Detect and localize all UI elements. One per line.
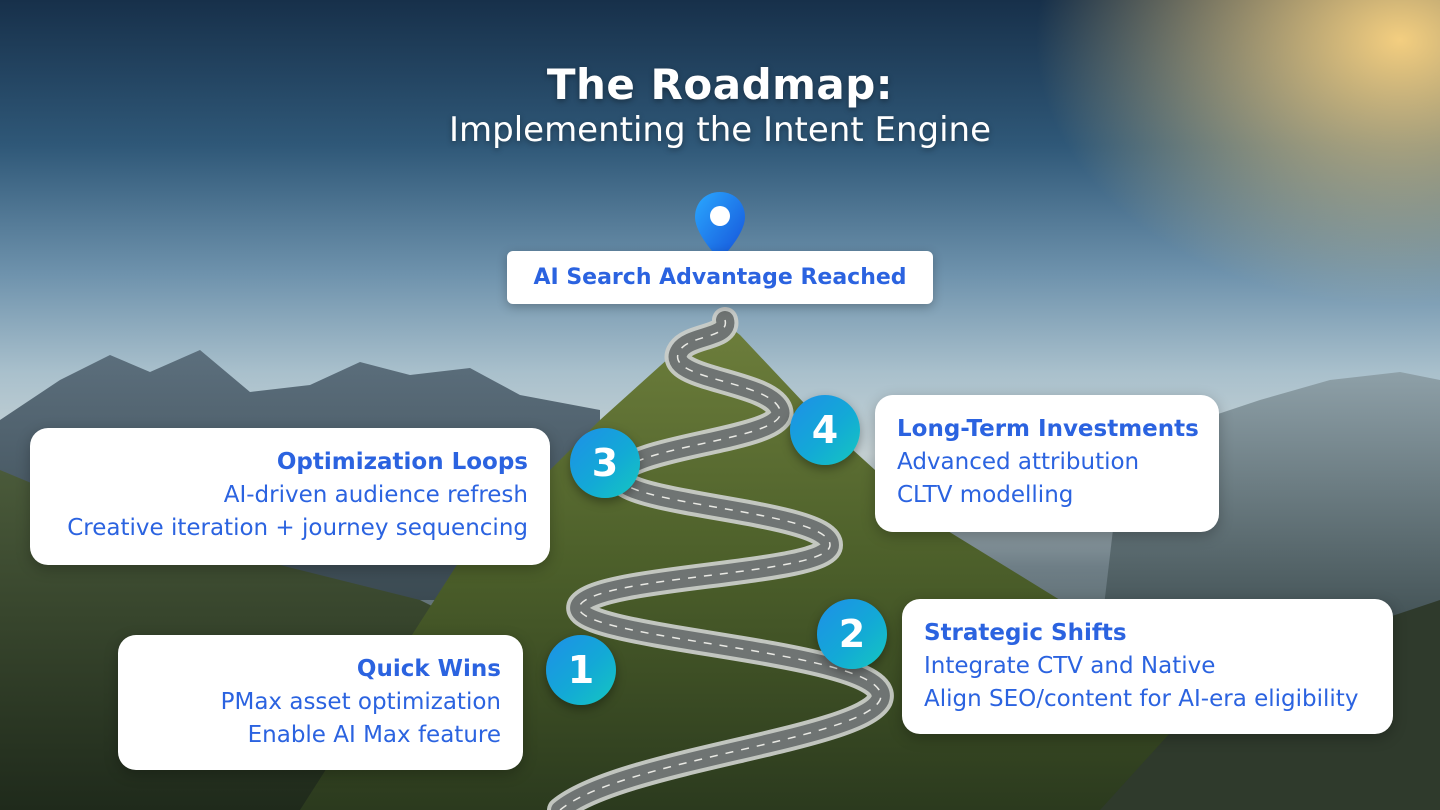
step-3-line-2: Creative iteration + journey sequencing [67,515,528,541]
step-2-card: Strategic Shifts Integrate CTV and Nativ… [902,599,1393,734]
step-2-line-2: Align SEO/content for AI-era eligibility [924,686,1359,712]
step-2-line-1: Integrate CTV and Native [924,653,1216,679]
step-4-line-2: CLTV modelling [897,482,1074,508]
step-4-heading: Long-Term Investments [897,416,1199,442]
step-3-badge: 3 [570,428,640,498]
step-1-line-2: Enable AI Max feature [247,722,501,748]
step-1-card: Quick Wins PMax asset optimization Enabl… [118,635,523,770]
step-4-card: Long-Term Investments Advanced attributi… [875,395,1219,532]
goal-label: AI Search Advantage Reached [507,251,933,304]
step-1-badge: 1 [546,635,616,705]
step-3-line-1: AI-driven audience refresh [223,482,528,508]
step-3-card: Optimization Loops AI-driven audience re… [30,428,550,565]
step-4-badge: 4 [790,395,860,465]
map-pin-icon [695,192,745,260]
step-2-badge: 2 [817,599,887,669]
step-2-heading: Strategic Shifts [924,620,1127,646]
step-4-line-1: Advanced attribution [897,449,1140,475]
step-1-heading: Quick Wins [356,656,501,682]
page-subtitle: Implementing the Intent Engine [448,110,992,150]
step-1-line-1: PMax asset optimization [220,689,501,715]
step-3-heading: Optimization Loops [276,449,528,475]
page-title: The Roadmap: [546,60,894,109]
